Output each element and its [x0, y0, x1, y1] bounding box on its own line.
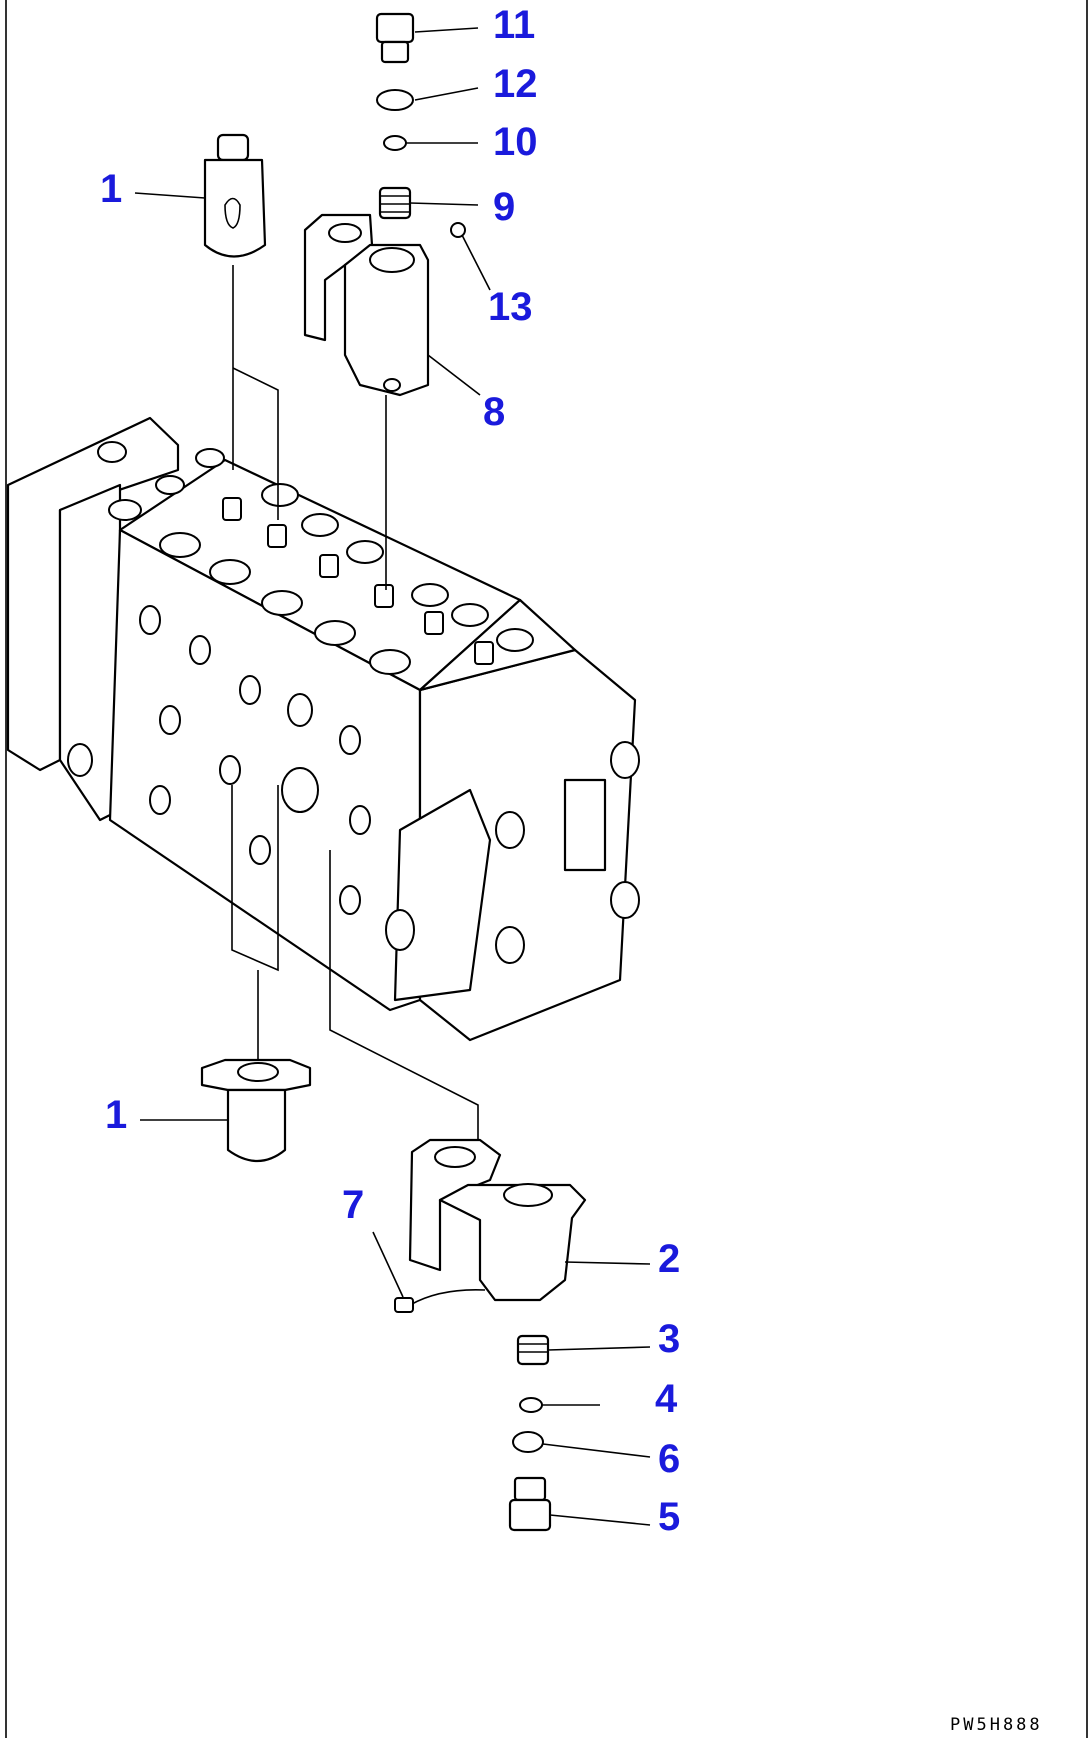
leader-lines [134, 27, 651, 1526]
right-port-4 [610, 881, 640, 919]
callout-5: 5 [658, 1495, 680, 1539]
part-10-washer [383, 135, 407, 151]
part-7-connector [394, 1288, 486, 1313]
front-ports [67, 605, 415, 951]
part-6-o-ring [512, 1431, 544, 1453]
callout-4: 4 [655, 1377, 678, 1421]
callout-9: 9 [493, 185, 515, 229]
right-port-3 [610, 741, 640, 779]
right-port-1 [495, 811, 525, 849]
part-8-solenoid-valve [303, 213, 466, 397]
part-12-o-ring [376, 89, 414, 111]
callout-1-bottom: 1 [105, 1093, 127, 1137]
callout-1-top: 1 [100, 167, 122, 211]
part-2-solenoid-valve [408, 1138, 587, 1302]
drawing-code: PW5H888 [950, 1715, 1043, 1735]
part-1-top-valve [203, 133, 267, 258]
callout-10: 10 [493, 120, 538, 164]
right-port-2 [495, 926, 525, 964]
part-4-washer [519, 1397, 543, 1413]
callout-6: 6 [658, 1437, 680, 1481]
part-3-spring-plug [516, 1334, 550, 1366]
control-valve-block [6, 416, 640, 1042]
right-face-window [563, 778, 607, 872]
callout-3: 3 [658, 1317, 680, 1361]
callout-12: 12 [493, 62, 538, 106]
callout-2: 2 [658, 1237, 680, 1281]
part-11-plug [375, 12, 415, 64]
callout-8: 8 [483, 390, 505, 434]
assembly-lines [231, 265, 479, 1140]
part-1-bottom-valve [200, 1058, 312, 1162]
pilot-caps [222, 497, 494, 665]
part-5-plug [508, 1476, 552, 1532]
part-13-pin [450, 222, 466, 238]
callout-11: 11 [493, 3, 535, 47]
callout-7: 7 [342, 1183, 364, 1227]
part-9-spring-plug [378, 186, 412, 220]
top-ports [97, 441, 534, 675]
callout-13: 13 [488, 285, 533, 329]
